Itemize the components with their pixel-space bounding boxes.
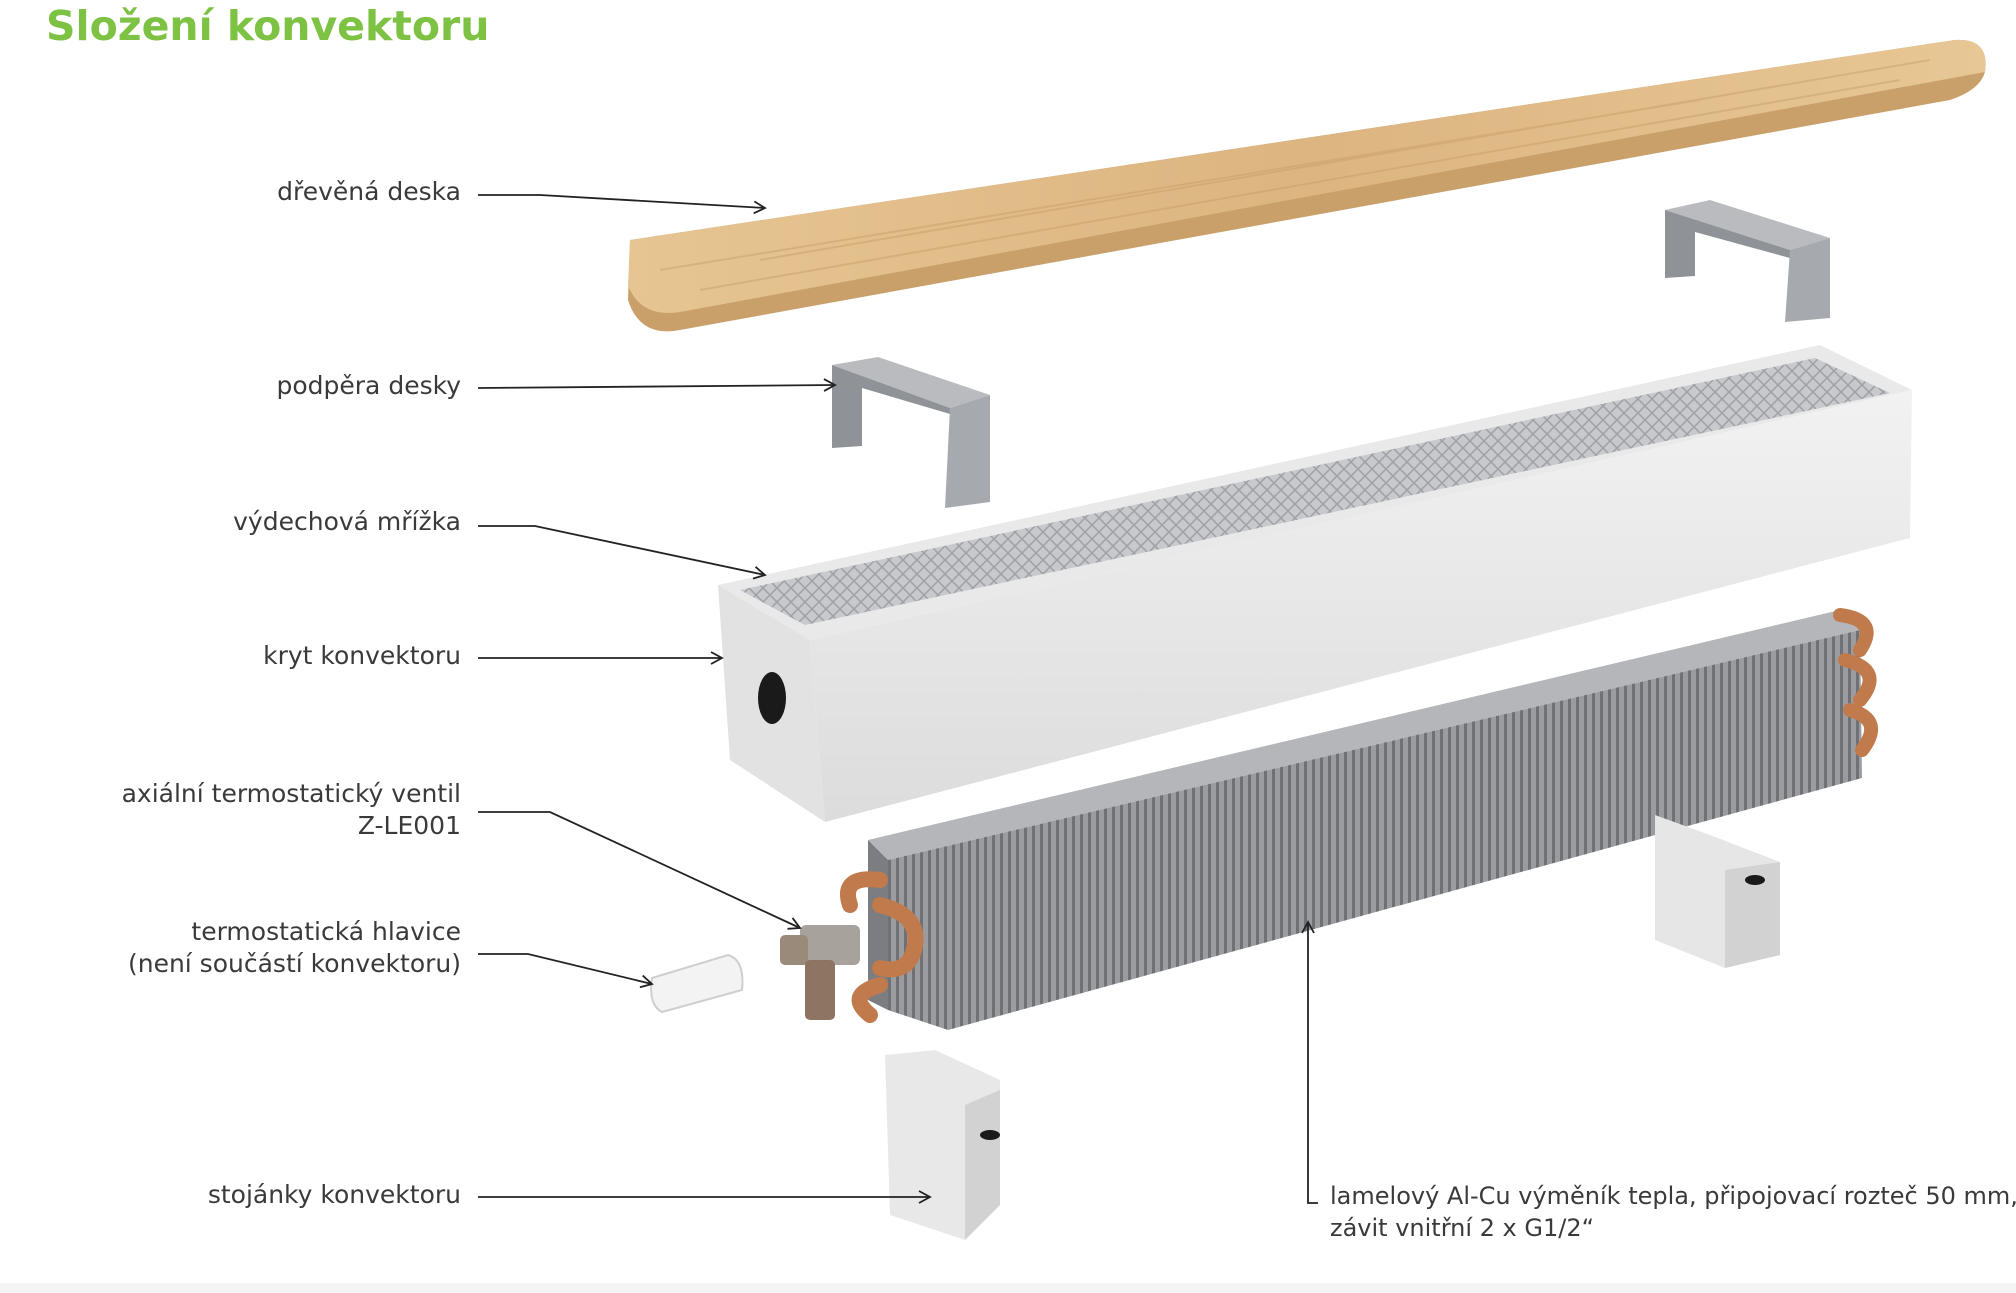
convector-stand-right [1655,815,1780,968]
label-wood-board: dřevěná deska [277,177,461,206]
wood-board [628,39,1986,332]
label-valve-line-2: Z-LE001 [357,811,461,840]
label-thermo-head-line-2: (není součástí konvektoru) [127,949,461,978]
leader-lines [477,194,1318,1204]
label-valve: axiální termostatický ventil Z-LE001 [122,778,461,842]
leader-outlet-grille [478,525,767,580]
label-valve-line-1: axiální termostatický ventil [121,779,461,808]
label-thermo-head: termostatická hlavice (není součástí kon… [128,916,461,980]
label-cover: kryt konvektoru [263,641,461,670]
thermostatic-valve [780,925,860,1020]
leader-valve [478,811,802,930]
convector-cover [718,345,1912,822]
bottom-strip [0,1283,2016,1293]
convector-stand-left [885,1050,1000,1240]
thermostatic-head [650,953,744,1014]
leader-board-support [477,378,837,392]
leader-thermo-head [478,953,654,989]
leader-exchanger [1301,920,1318,1204]
label-exchanger: lamelový Al-Cu výměník tepla, připojovac… [1330,1180,2016,1244]
label-exchanger-line-2: závit vnitřní 2 x G1/2“ [1330,1214,1595,1242]
label-outlet-grille: výdechová mřížka [233,507,461,536]
label-thermo-head-line-1: termostatická hlavice [191,917,461,946]
heat-exchanger [840,608,1879,1030]
label-board-support: podpěra desky [276,371,462,400]
page-title: Složení konvektoru [46,2,490,50]
label-stands: stojánky konvektoru [207,1180,461,1209]
board-support-left [832,357,990,508]
leader-wood-board [478,194,767,215]
label-exchanger-line-1: lamelový Al-Cu výměník tepla, připojovac… [1330,1182,2016,1210]
board-support-right [1665,200,1830,322]
